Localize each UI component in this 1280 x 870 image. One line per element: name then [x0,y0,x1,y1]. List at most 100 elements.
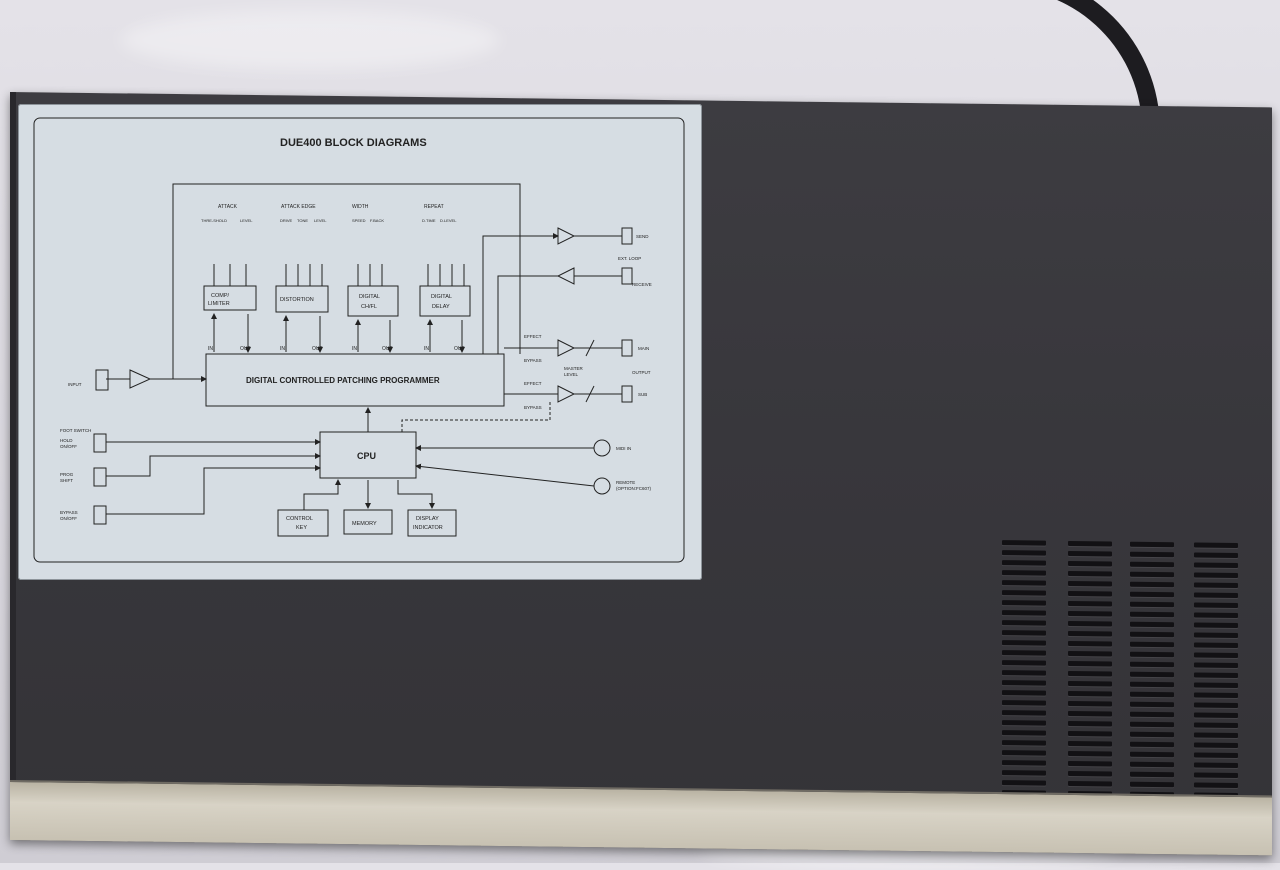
knob-label: D.LEVEL [440,218,457,223]
vent-slot [1068,680,1112,687]
module-header: ATTACK [218,204,238,210]
bypass-label: BYPASS [524,358,542,363]
main-label: MAIN [638,346,649,351]
control-key-line [303,479,341,510]
module-header: REPEAT [424,204,444,210]
vent-slot [1002,540,1046,546]
bypass-label: BYPASS [524,405,542,410]
vent-slot [1068,580,1112,587]
diagram-border [33,117,685,563]
fs-bypass-label: ON/OFF [60,516,77,521]
module-in-label: IN [424,346,429,352]
vent-slot [1194,772,1238,779]
vent-slot [1130,681,1174,688]
module-box-dist [275,285,329,313]
vent-slot [1130,781,1174,788]
vent-slot [1130,651,1174,658]
knob-label: SPEED [352,218,366,223]
vent-slot [1002,730,1046,736]
vent-slot [1002,600,1046,606]
knob-label: DRIVE [280,218,293,223]
vent-slot [1002,750,1046,756]
module-header: ATTACK EDGE [281,204,316,210]
block-diagram: DUE400 BLOCK DIAGRAMS ATTACK ATTACK EDGE… [33,117,685,563]
vent-slot [1194,582,1238,589]
effect-label: EFFECT [524,381,542,386]
sub-label: SUB [638,392,647,397]
send-jack-icon [621,227,633,245]
midi-in-connector-icon [593,439,611,457]
vent-slot [1130,551,1174,558]
module-out-label: OUT [382,346,393,352]
display-box [407,509,457,537]
main-jack-icon [621,339,633,357]
vent-slot [1194,552,1238,559]
vent-slot [1002,580,1046,586]
vent-slot [1194,742,1238,749]
display-label: INDICATOR [413,525,443,531]
vent-slot [1002,620,1046,626]
module-label: COMP/ [211,293,230,299]
vent-slot [1194,692,1238,699]
vent-slot [1068,770,1112,777]
vent-slot [1068,660,1112,667]
memory-box [343,509,393,535]
vent-group [1002,540,1048,823]
remote-label: REMOTE [616,480,635,485]
vent-group [1130,541,1176,825]
knob-label: F.BACK [370,218,384,223]
vent-slot [1194,632,1238,639]
effect-label: EFFECT [524,334,542,339]
send-amp-icon [557,227,576,245]
remote-label: (OPTION:FC607) [616,486,652,491]
vent-slot [1002,650,1046,656]
module-label: DISTORTION [280,297,314,303]
module-in-label: IN [352,346,357,352]
vent-slot [1068,640,1112,647]
fs-hold-label: ON/OFF [60,444,77,449]
send-line [482,233,559,354]
master-level-label: LEVEL [564,372,579,377]
fs-prog-label: PROG [60,472,74,477]
master-level-label: MASTER [564,366,584,371]
knob-label: LEVEL [314,218,327,223]
vent-slot [1068,610,1112,617]
vent-slot [1068,700,1112,707]
vent-slot [1130,611,1174,618]
vent-group [1068,540,1114,824]
control-key-label: KEY [296,525,307,531]
vent-slot [1068,760,1112,767]
vent-slot [1002,610,1046,616]
fs-bypass-line [106,465,321,515]
footswitch-label: FOOT SWITCH [60,428,91,433]
vent-slot [1194,732,1238,739]
module-label: DIGITAL [431,294,452,300]
vent-slot [1130,741,1174,748]
vent-slot [1068,720,1112,727]
sub-amp-icon [557,385,576,403]
vent-slot [1130,671,1174,678]
vent-slot [1130,561,1174,568]
vent-slot [1130,731,1174,738]
module-out-label: OUT [454,346,465,352]
ext-loop-label: EXT. LOOP [618,256,641,261]
vent-slot [1130,721,1174,728]
fs-prog-line [106,453,321,477]
vent-slot [1002,740,1046,746]
fs-prog-label: SHIFT [60,478,73,483]
patching-label: DIGITAL CONTROLLED PATCHING PROGRAMMER [246,376,440,385]
module-out-label: OUT [312,346,323,352]
vent-slot [1002,720,1046,726]
vent-slot [1194,712,1238,719]
main-amp-icon [557,339,576,357]
vent-slot [1194,612,1238,619]
remote-connector-icon [593,477,611,495]
fs-hold-jack-icon [93,433,107,453]
vent-slot [1194,542,1238,549]
vent-slot [1002,660,1046,666]
vent-slot [1068,590,1112,597]
cpu-control-line [401,402,551,432]
midi-in-label: MIDI IN [616,446,631,451]
vent-slot [1194,572,1238,579]
vent-slot [1068,740,1112,747]
